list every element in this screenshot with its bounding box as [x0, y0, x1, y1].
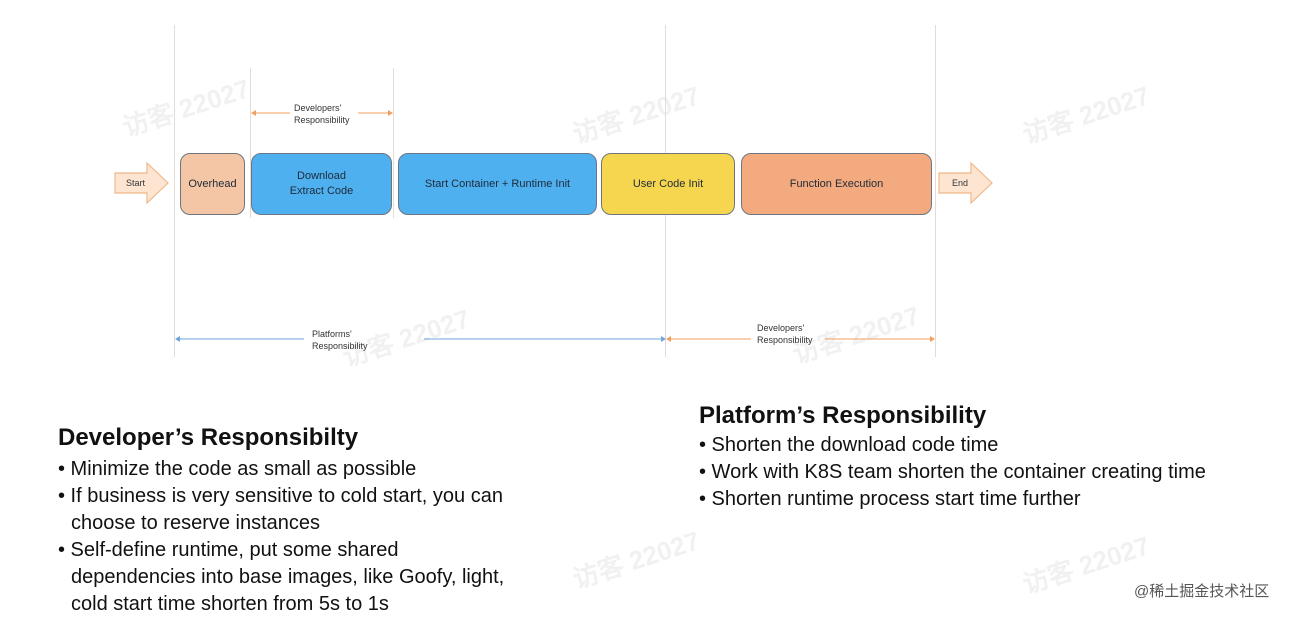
developer-bottom-responsibility-arrow: [666, 336, 935, 342]
stage-label: Start Container + Runtime Init: [424, 177, 571, 190]
stage-function-execution: Function Execution: [741, 153, 932, 215]
top-bracket-label: Developers' Responsibility: [294, 103, 350, 125]
stage-user-code-init: User Code Init: [601, 153, 735, 215]
guide-line: [393, 68, 394, 218]
list-item: • Work with K8S team shorten the contain…: [699, 461, 1206, 483]
stage-label: Download Extract Code: [289, 170, 354, 197]
stage-label: Function Execution: [789, 177, 884, 190]
developer-heading: Developer’s Responsibilty: [58, 424, 359, 451]
developer-bullets: • Minimize the code as small as possible…: [58, 456, 528, 618]
platform-bullets: • Shorten the download code time • Work …: [699, 432, 1299, 513]
guide-line: [935, 25, 936, 357]
platform-responsibility-arrow: [175, 336, 666, 342]
list-item: • Shorten runtime process start time fur…: [699, 488, 1081, 510]
source-credit: @稀土掘金技术社区: [1134, 583, 1270, 600]
end-label: End: [952, 178, 969, 188]
guide-line: [250, 68, 251, 218]
bottom-right-bracket-label: Developers' Responsibility: [757, 323, 813, 345]
list-item: • If business is very sensitive to cold …: [58, 485, 503, 534]
end-arrow: [938, 162, 993, 204]
stage-overhead: Overhead: [180, 153, 245, 215]
bottom-left-bracket-label: Platforms' Responsibility: [312, 329, 368, 351]
stage-label: User Code Init: [632, 177, 704, 190]
watermark: 访客 22027: [569, 525, 704, 595]
top-responsibility-arrow: [251, 110, 393, 116]
list-item: • Self-define runtime, put some shared d…: [58, 539, 505, 615]
guide-line: [174, 25, 175, 357]
start-label: Start: [126, 178, 146, 188]
list-item: • Shorten the download code time: [699, 434, 999, 456]
platform-heading: Platform’s Responsibility: [699, 402, 987, 429]
stage-download-extract-code: Download Extract Code: [251, 153, 392, 215]
start-arrow: [114, 162, 169, 204]
cold-start-diagram: Start End Overhead Download Extract Code…: [114, 25, 993, 357]
stage-label: Overhead: [188, 177, 237, 190]
list-item: • Minimize the code as small as possible: [58, 458, 417, 480]
stage-start-container-runtime-init: Start Container + Runtime Init: [398, 153, 597, 215]
